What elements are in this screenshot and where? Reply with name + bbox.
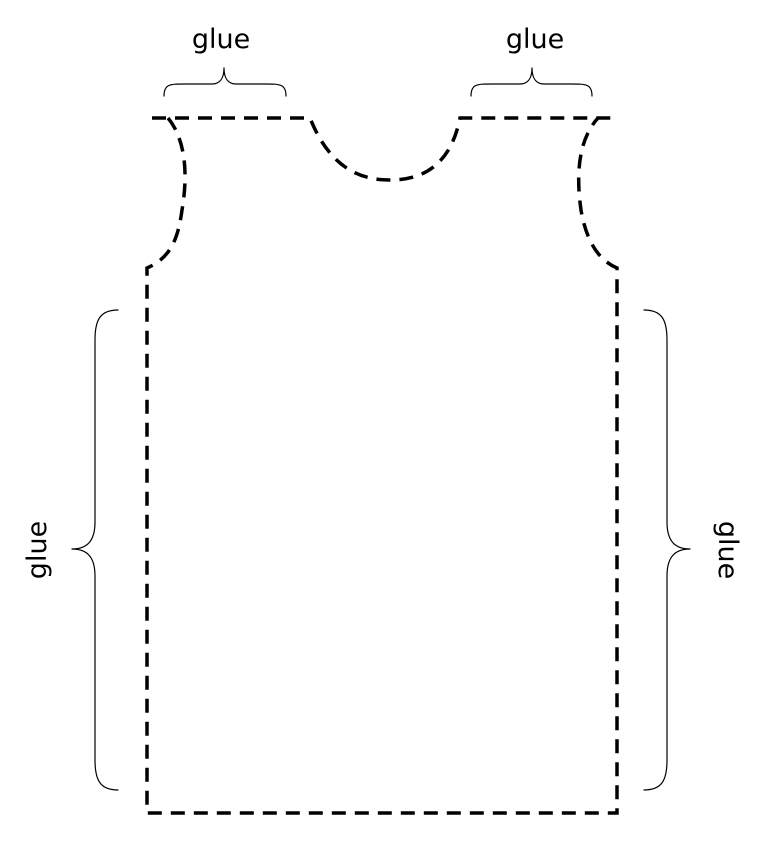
glue-label-left-side: glue — [22, 521, 53, 579]
brace-left-side — [71, 309, 119, 791]
glue-label-right-side: glue — [712, 521, 743, 579]
garment-outline — [145, 116, 619, 815]
brace-right-side — [643, 309, 691, 791]
brace-top-left — [163, 67, 287, 97]
brace-top-right — [470, 67, 593, 97]
glue-label-top-left: glue — [192, 24, 250, 55]
glue-label-top-right: glue — [506, 24, 564, 55]
